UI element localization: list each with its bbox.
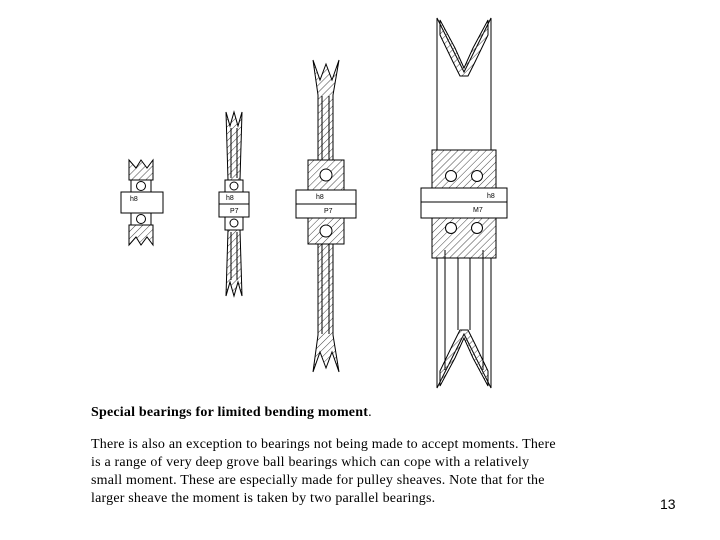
fit-label-h8-4: h8 (487, 193, 495, 200)
body-line-1: There is also an exception to bearings n… (91, 437, 556, 452)
fit-label-p7-2: P7 (230, 208, 239, 215)
pulley-3: h8 P7 (295, 59, 357, 373)
pulley-bearings-figure: h8 h8 P7 h8 P7 (120, 17, 508, 389)
pulley-4: h8 M7 (420, 17, 508, 389)
fit-label-h8-2: h8 (226, 195, 234, 202)
fit-label-h8-1: h8 (130, 196, 138, 203)
figure-caption-title: Special bearings for limited bending mom… (91, 405, 372, 421)
body-line-3: small moment. These are especially made … (91, 473, 545, 488)
body-line-4: larger sheave the moment is taken by two… (91, 491, 436, 506)
fit-label-h8-3: h8 (316, 194, 324, 201)
fit-label-m7-4: M7 (473, 207, 483, 214)
body-paragraph: There is also an exception to bearings n… (91, 436, 621, 508)
caption-title-period: . (368, 405, 372, 420)
pulley-1: h8 (120, 158, 164, 247)
pulley-2: h8 P7 (218, 110, 250, 298)
body-line-2: is a range of very deep grove ball beari… (91, 455, 530, 470)
page-number: 13 (660, 496, 676, 512)
fit-label-p7-3: P7 (324, 208, 333, 215)
caption-title-text: Special bearings for limited bending mom… (91, 405, 369, 420)
